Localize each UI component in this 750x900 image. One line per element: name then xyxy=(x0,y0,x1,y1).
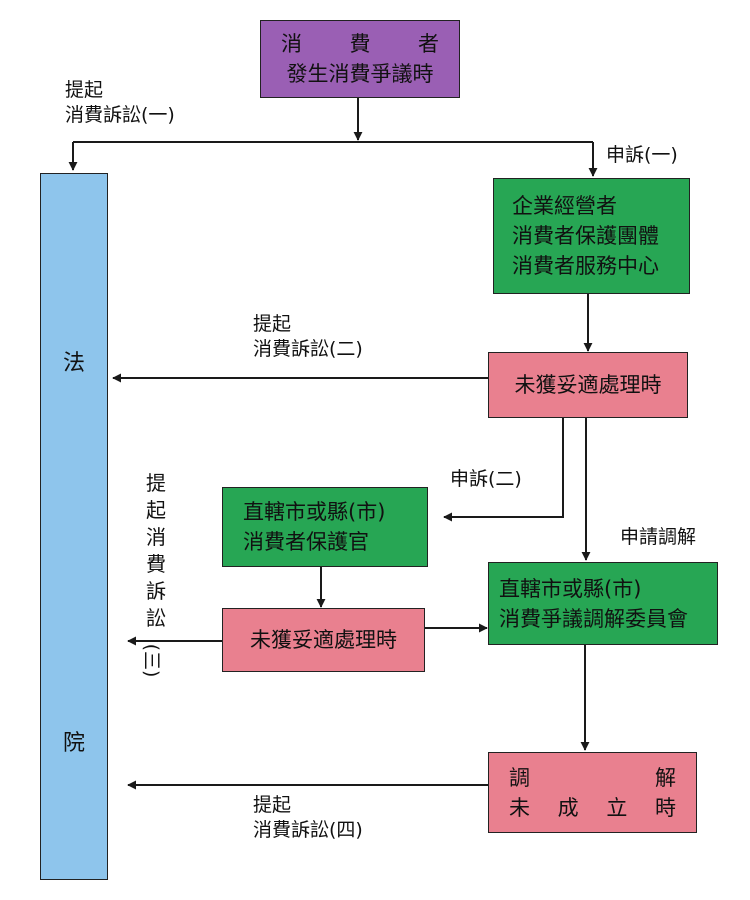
mediation-failed-line2: 未 成 立 時 xyxy=(489,793,696,823)
mediation-failed-char: 成 xyxy=(557,795,579,820)
court-char-yuan: 院 xyxy=(62,731,85,756)
lawsuit-1-label-line: 提起 xyxy=(65,79,104,101)
mediation-failed-box: 調 解 未 成 立 時 xyxy=(488,752,697,833)
lawsuit-2-label: 提起 消費訴訟(二) xyxy=(253,312,363,362)
mediation-failed-char: 未 xyxy=(509,795,530,820)
mediation-failed-line1: 調 解 xyxy=(489,763,696,793)
consumer-char: 者 xyxy=(418,32,439,56)
consumer-box: 消 費 者 發生消費爭議時 xyxy=(260,20,460,98)
lawsuit-3-vertical-label: 提起消費訴訟 xyxy=(146,471,166,630)
not-resolved-label-1: 未獲妥適處理時 xyxy=(514,373,662,397)
consumer-box-line2: 發生消費爭議時 xyxy=(286,62,434,86)
mediation-failed-char: 解 xyxy=(655,765,676,790)
lawsuit-1-label-line: 消費訴訟(一) xyxy=(65,104,175,126)
lawsuit-2-label-line: 提起 xyxy=(253,313,292,335)
business-box-line: 企業經營者 xyxy=(512,194,617,218)
lawsuit-4-label-line: 消費訴訟(四) xyxy=(253,819,363,841)
protection-officer-line: 直轄市或縣(市) xyxy=(243,500,386,524)
lawsuit-1-label: 提起 消費訴訟(一) xyxy=(65,78,175,128)
consumer-char: 費 xyxy=(349,32,371,56)
protection-officer-line: 消費者保護官 xyxy=(243,530,369,554)
lawsuit-2-label-line: 消費訴訟(二) xyxy=(253,338,363,360)
court-char-fa: 法 xyxy=(62,351,85,376)
business-box-line: 消費者保護團體 xyxy=(512,224,659,248)
mediation-failed-char: 時 xyxy=(654,795,676,820)
lawsuit-4-label: 提起 消費訴訟(四) xyxy=(253,793,363,843)
not-resolved-box-2: 未獲妥適處理時 xyxy=(222,608,425,672)
mediation-committee-box: 直轄市或縣(市) 消費爭議調解委員會 xyxy=(488,562,718,645)
business-box-line: 消費者服務中心 xyxy=(512,254,659,278)
consumer-char: 消 xyxy=(281,32,302,56)
complaint-2-label: 申訴(二) xyxy=(450,468,522,490)
mediation-failed-char: 立 xyxy=(606,795,628,820)
mediation-committee-line: 直轄市或縣(市) xyxy=(499,576,642,601)
complaint-1-label: 申訴(一) xyxy=(606,144,678,166)
apply-mediation-label: 申請調解 xyxy=(620,526,697,548)
consumer-box-line1: 消 費 者 xyxy=(261,29,459,59)
lawsuit-3-number-label: (三) xyxy=(140,643,163,678)
court-box: 法 院 xyxy=(40,173,108,880)
protection-officer-box: 直轄市或縣(市) 消費者保護官 xyxy=(222,487,428,567)
mediation-committee-line: 消費爭議調解委員會 xyxy=(499,606,688,631)
arrow-complaint-2 xyxy=(443,418,564,522)
not-resolved-label-2: 未獲妥適處理時 xyxy=(250,628,397,652)
lawsuit-4-label-line: 提起 xyxy=(253,794,292,816)
mediation-failed-char: 調 xyxy=(509,765,530,790)
not-resolved-box-1: 未獲妥適處理時 xyxy=(488,352,688,418)
business-box: 企業經營者 消費者保護團體 消費者服務中心 xyxy=(493,178,690,294)
